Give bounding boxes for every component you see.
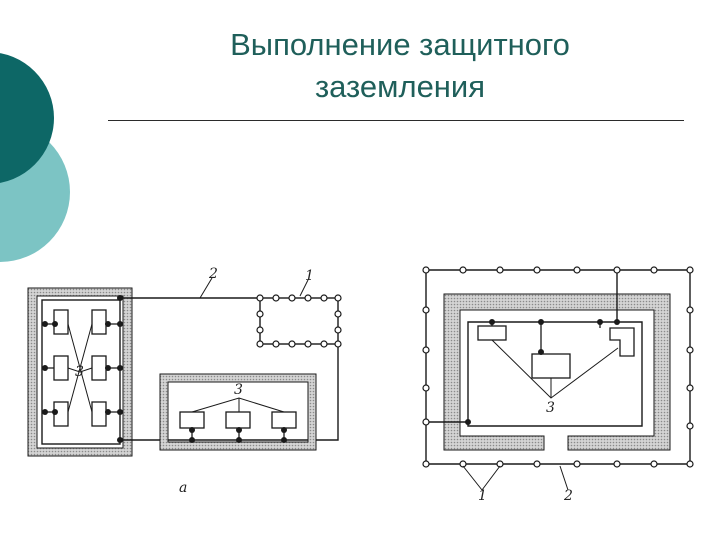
building-left-inner-loop [41,299,121,445]
dark-circle [0,53,54,183]
caption-a: а [179,480,187,496]
connection-dots-b [465,319,620,425]
label-2-b: 2 [563,488,573,504]
connection-dots-small-building [189,427,287,443]
label-3-left: 3 [75,364,84,380]
connection-dots-left [42,295,123,443]
equipment-b [477,322,635,399]
diagram-b [422,266,694,491]
inner-ground-loop [467,321,643,427]
building-right-small-wall [159,373,317,451]
label-1-a: 1 [305,268,314,284]
label-1-b: 1 [478,488,487,504]
ground-electrode-loop [259,297,339,345]
ground-electrodes-b [422,266,694,468]
leader-line-2-b [559,465,569,491]
title-line-1: Выполнение защитного [230,27,570,62]
ground-electrodes-a [256,294,342,348]
slide-title: Выполнение защитного заземления [150,24,650,108]
label-3-b: 3 [546,400,555,416]
title-divider [108,120,684,121]
label-2-a: 2 [208,266,218,282]
building-b-wall [443,293,671,451]
diagram-a [27,277,342,457]
building-left-wall [27,287,133,457]
grounding-return-conductor [120,344,339,441]
leader-lines-1 [462,465,501,491]
label-3-box: 3 [234,382,243,398]
leader-line-1 [299,279,309,297]
leader-line-2 [199,277,213,299]
title-line-2: заземления [314,69,486,104]
equipment-small-building [179,397,297,440]
